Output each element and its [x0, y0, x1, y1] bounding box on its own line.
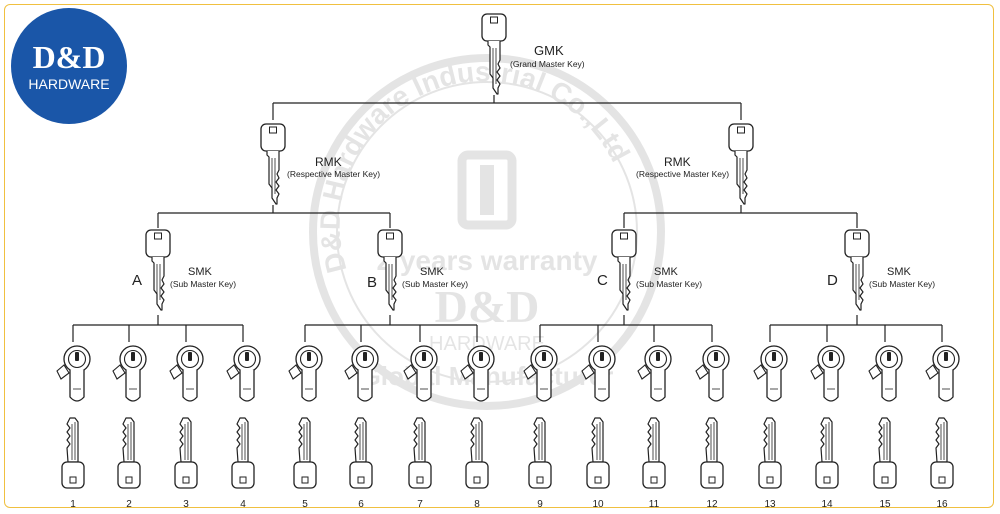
cylinder-lock-icon: [112, 345, 147, 402]
sub-master-key-d: D SMK (Sub Master Key): [827, 229, 935, 311]
smk-d-letter: D: [827, 272, 838, 289]
cylinder-12: 12: [695, 345, 730, 510]
cylinder-6: 6: [344, 345, 379, 510]
smk-d-key-icon: [844, 229, 870, 311]
cylinder-number: 6: [358, 499, 364, 510]
rmk-left-full: (Respective Master Key): [287, 169, 380, 179]
smk-a-key-icon: [145, 229, 171, 311]
respective-master-key-right: RMK (Respective Master Key): [636, 123, 754, 205]
cylinder-1: 1: [56, 345, 91, 510]
cylinder-number: 3: [183, 499, 189, 510]
cylinder-15: 15: [868, 345, 903, 510]
cylinder-5: 5: [288, 345, 323, 510]
cylinder-3: 3: [169, 345, 204, 510]
smk-c-abbr: SMK: [654, 266, 679, 278]
cylinder-number: 4: [240, 499, 246, 510]
watermark-warranty: 2 years warranty: [376, 245, 597, 276]
change-key-icon: [528, 417, 552, 489]
change-key-icon: [465, 417, 489, 489]
diagram-frame: [4, 4, 994, 508]
cylinder-4: 4: [226, 345, 261, 510]
cylinder-lock-icon: [868, 345, 903, 402]
cylinder-2: 2: [112, 345, 147, 510]
cylinder-8: 8: [460, 345, 495, 510]
cylinder-16: 16: [925, 345, 960, 510]
smk-d-abbr: SMK: [887, 266, 912, 278]
cylinder-lock-icon: [56, 345, 91, 402]
change-key-icon: [117, 417, 141, 489]
cylinder-lock-icon: [695, 345, 730, 402]
cylinder-number: 5: [302, 499, 308, 510]
smk-b-abbr: SMK: [420, 266, 445, 278]
change-key-icon: [61, 417, 85, 489]
cylinder-lock-icon: [810, 345, 845, 402]
smk-c-letter: C: [597, 272, 608, 289]
smk-d-full: (Sub Master Key): [869, 279, 935, 289]
cylinder-number: 11: [649, 499, 660, 510]
smk-b-full: (Sub Master Key): [402, 279, 468, 289]
cylinder-10: 10: [581, 345, 616, 510]
cylinder-13: 13: [753, 345, 788, 510]
watermark-subtitle: HARDWARE: [429, 333, 545, 355]
cylinder-lock-icon: [288, 345, 323, 402]
rmk-left-key-icon: [260, 123, 286, 205]
smk-c-full: (Sub Master Key): [636, 279, 702, 289]
change-key-icon: [293, 417, 317, 489]
cylinder-number: 12: [706, 499, 718, 510]
cylinder-number: 13: [764, 499, 776, 510]
sub-master-key-b: B SMK (Sub Master Key): [367, 229, 468, 311]
change-key-icon: [700, 417, 724, 489]
logo-subtitle: HARDWARE: [28, 76, 109, 92]
cylinder-lock-icon: [925, 345, 960, 402]
cylinder-lock-icon: [753, 345, 788, 402]
cylinder-number: 2: [126, 499, 132, 510]
smk-a-full: (Sub Master Key): [170, 279, 236, 289]
gmk-abbr: GMK: [534, 43, 564, 58]
rmk-right-full: (Respective Master Key): [636, 169, 729, 179]
change-key-icon: [815, 417, 839, 489]
cylinder-number: 16: [936, 499, 948, 510]
change-key-icon: [642, 417, 666, 489]
smk-a-letter: A: [132, 272, 142, 289]
watermark-brand: D&D: [435, 281, 540, 332]
cylinder-lock-icon: [637, 345, 672, 402]
hierarchy-connectors: [72, 95, 943, 342]
cylinder-number: 14: [821, 499, 833, 510]
sub-master-key-c: C SMK (Sub Master Key): [597, 229, 702, 311]
sub-master-key-a: A SMK (Sub Master Key): [132, 229, 236, 311]
cylinder-number: 8: [474, 499, 480, 510]
change-key-icon: [231, 417, 255, 489]
smk-a-abbr: SMK: [188, 266, 213, 278]
cylinder-lock-icon: [226, 345, 261, 402]
change-key-icon: [349, 417, 373, 489]
change-key-icon: [408, 417, 432, 489]
change-key-icon: [758, 417, 782, 489]
cylinder-14: 14: [810, 345, 845, 510]
rmk-left-abbr: RMK: [315, 155, 342, 169]
respective-master-key-left: RMK (Respective Master Key): [260, 123, 380, 205]
logo-brand: D&D: [33, 39, 106, 75]
cylinder-11: 11: [637, 345, 672, 510]
dd-hardware-logo: D&D HARDWARE: [11, 8, 127, 124]
change-key-icon: [586, 417, 610, 489]
cylinder-7: 7: [403, 345, 438, 510]
smk-b-letter: B: [367, 274, 377, 291]
cylinder-number: 1: [70, 499, 76, 510]
rmk-right-abbr: RMK: [664, 155, 691, 169]
cylinder-lock-icon: [169, 345, 204, 402]
grand-master-key: GMK (Grand Master Key): [481, 13, 585, 95]
change-key-icon: [873, 417, 897, 489]
cylinder-number: 10: [592, 499, 604, 510]
change-key-icon: [174, 417, 198, 489]
cylinder-number: 7: [417, 499, 423, 510]
cylinder-9: 9: [523, 345, 558, 510]
change-key-icon: [930, 417, 954, 489]
cylinder-number: 15: [879, 499, 891, 510]
rmk-right-key-icon: [728, 123, 754, 205]
cylinder-number: 9: [537, 499, 543, 510]
gmk-full: (Grand Master Key): [510, 59, 585, 69]
